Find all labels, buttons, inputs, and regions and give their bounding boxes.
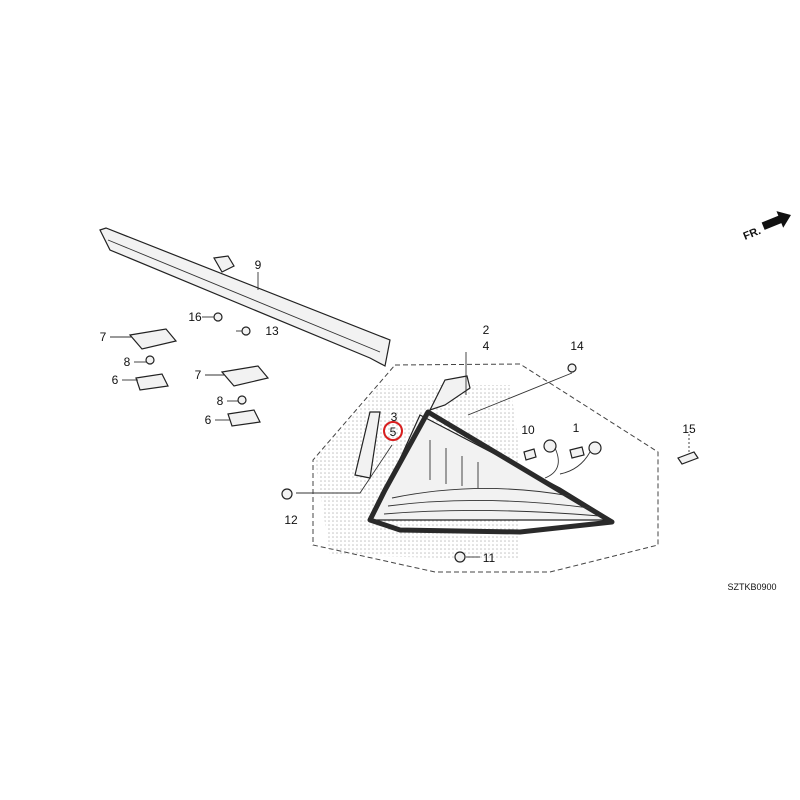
garnish-strip[interactable]: [99, 227, 391, 367]
leaders-lights: [110, 316, 242, 421]
license-light-right[interactable]: [220, 365, 270, 427]
callout-6[interactable]: 6: [205, 413, 212, 427]
seal-3[interactable]: [354, 411, 381, 479]
front-label: FR.: [742, 225, 763, 243]
bolt-12[interactable]: [281, 488, 293, 500]
callout-5[interactable]: 5: [390, 425, 397, 439]
callout-16[interactable]: 16: [188, 310, 202, 324]
arrow-icon: [761, 211, 791, 230]
highlight-circle: [383, 421, 403, 441]
tail-light-assembly[interactable]: [367, 375, 615, 535]
callout-13[interactable]: 13: [265, 324, 279, 338]
diagram-code: SZTKB0900: [727, 582, 776, 592]
clip-13[interactable]: [241, 326, 251, 336]
callout-2[interactable]: 2: [483, 323, 490, 337]
callout-7[interactable]: 7: [100, 330, 107, 344]
callout-15[interactable]: 15: [682, 422, 696, 436]
cap-15[interactable]: [677, 451, 699, 465]
callout-8[interactable]: 8: [124, 355, 131, 369]
callout-6[interactable]: 6: [112, 373, 119, 387]
nut-14[interactable]: [567, 363, 577, 373]
callout-7[interactable]: 7: [195, 368, 202, 382]
callout-9[interactable]: 9: [255, 258, 262, 272]
front-direction-indicator: FR.: [742, 211, 791, 243]
callout-14[interactable]: 14: [570, 339, 584, 353]
screw-16[interactable]: [213, 312, 223, 322]
callout-8[interactable]: 8: [217, 394, 224, 408]
clip-11[interactable]: [454, 551, 466, 563]
callout-11[interactable]: 11: [483, 551, 496, 565]
callout-12[interactable]: 12: [284, 513, 298, 527]
callout-3[interactable]: 3: [391, 410, 398, 424]
callout-1[interactable]: 1: [573, 421, 580, 435]
bulb-socket-10[interactable]: [523, 448, 537, 461]
callout-10[interactable]: 10: [521, 423, 535, 437]
wire-harness[interactable]: [543, 439, 602, 479]
assembly-outline: [312, 363, 659, 573]
leader-14: [467, 372, 573, 416]
leader-12: [296, 444, 393, 494]
license-light-left[interactable]: [128, 328, 178, 391]
callout-4[interactable]: 4: [483, 339, 490, 353]
